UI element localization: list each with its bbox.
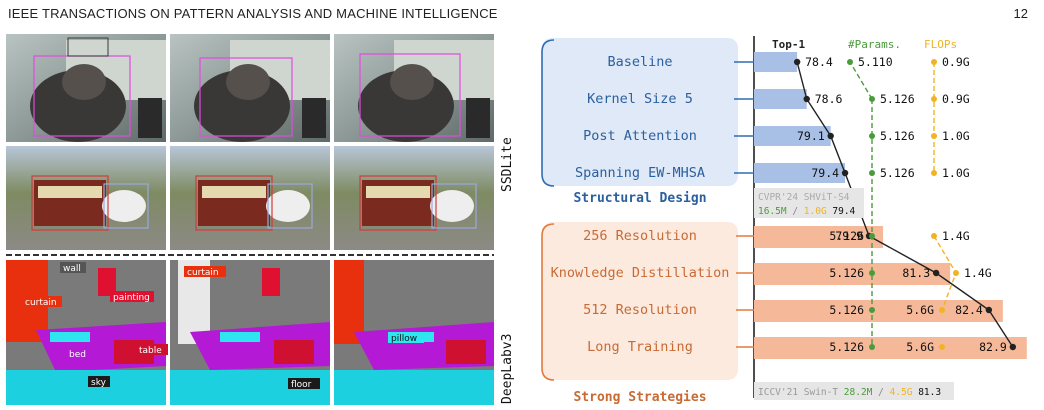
flops-point-7 — [939, 344, 945, 350]
visualization-grid: wall curtain painting curtain pillow bed… — [6, 34, 494, 405]
seg-label-bed: bed — [69, 350, 86, 360]
flops-value-7: 5.6G — [906, 340, 934, 354]
bar-2 — [754, 126, 831, 146]
top1-value-0: 78.4 — [805, 55, 833, 69]
flops-value-1: 0.9G — [942, 92, 970, 106]
seg-label-painting: painting — [113, 293, 150, 303]
structural-brace — [541, 39, 555, 187]
header-top1: Top-1 — [772, 38, 805, 51]
flops-value-2: 1.0G — [942, 129, 970, 143]
params-point-2 — [869, 133, 875, 139]
seg-label-floor: floor — [291, 380, 312, 390]
strategy-group-bg — [542, 222, 738, 380]
category-label-6: 512 Resolution — [583, 302, 697, 318]
top1-value-3: 79.4 — [811, 166, 839, 180]
page-number: 12 — [1013, 6, 1028, 21]
params-point-1 — [869, 96, 875, 102]
seg-label-table: table — [139, 346, 162, 356]
seg-label-sky: sky — [91, 378, 107, 388]
top1-value-4: 79.9 — [835, 229, 863, 243]
group-title-structural: Structural Design — [573, 191, 706, 206]
bar-6 — [754, 300, 1003, 322]
top1-point-3 — [841, 169, 849, 177]
structural-group-bg — [542, 38, 738, 186]
params-value-3: 5.126 — [880, 166, 915, 180]
seg-label-curtain: curtain — [25, 298, 57, 308]
params-value-7: 5.126 — [829, 340, 864, 354]
params-value-5: 5.126 — [829, 266, 864, 280]
category-label-0: Baseline — [607, 54, 672, 70]
top1-value-1: 78.6 — [815, 92, 843, 106]
header-flops: FLOPs — [924, 38, 957, 51]
top1-point-0 — [793, 58, 801, 66]
reference-name-0: CVPR'24 SHViT-S4 — [758, 192, 850, 203]
category-label-3: Spanning EW-MHSA — [575, 165, 705, 181]
flops-value-4: 1.4G — [942, 229, 970, 243]
bar-3 — [754, 163, 846, 183]
bar-0 — [754, 52, 798, 72]
top1-value-5: 81.3 — [902, 266, 930, 280]
seg-label-wall: wall — [63, 264, 81, 274]
detection-row-trolley — [6, 146, 494, 250]
params-point-4 — [869, 233, 875, 239]
params-point-7 — [869, 344, 875, 350]
journal-title: IEEE TRANSACTIONS ON PATTERN ANALYSIS AN… — [8, 6, 498, 21]
flops-value-5: 1.4G — [964, 266, 992, 280]
seg-label-pillow: pillow — [391, 334, 417, 344]
visualization-panel: wall curtain painting curtain pillow bed… — [6, 34, 515, 405]
top1-value-6: 82.4 — [955, 303, 983, 317]
group-title-strategy: Strong Strategies — [573, 390, 706, 405]
reference-stats-1: ICCV'21 Swin-T 28.2M / 4.5G 81.3 — [758, 387, 941, 398]
header-params: #Params. — [848, 38, 901, 51]
flops-point-6 — [939, 307, 945, 313]
flops-point-2 — [931, 133, 937, 139]
category-label-7: Long Training — [587, 339, 693, 355]
bar-7 — [754, 337, 1027, 359]
detection-row-cat — [6, 34, 494, 142]
category-label-1: Kernel Size 5 — [587, 91, 693, 107]
params-value-2: 5.126 — [880, 129, 915, 143]
category-label-4: 256 Resolution — [583, 228, 697, 244]
reference-box-0 — [754, 188, 864, 218]
flops-point-4 — [931, 233, 937, 239]
reference-box-1 — [754, 382, 954, 400]
params-value-6: 5.126 — [829, 303, 864, 317]
top1-point-7 — [1009, 343, 1017, 351]
bar-5 — [754, 263, 951, 285]
seg-label-curtain-2: curtain — [187, 268, 219, 278]
params-value-0: 5.110 — [858, 55, 893, 69]
segmentation-row — [6, 260, 494, 405]
top1-point-6 — [985, 306, 993, 314]
params-point-6 — [869, 307, 875, 313]
reference-stats-0: 16.5M / 1.0G 79.4 — [758, 206, 856, 217]
bar-1 — [754, 89, 807, 109]
category-label-2: Post Attention — [583, 128, 697, 144]
strategy-brace — [541, 223, 555, 381]
flops-value-6: 5.6G — [906, 303, 934, 317]
params-point-5 — [869, 270, 875, 276]
flops-value-0: 0.9G — [942, 55, 970, 69]
flops-point-1 — [931, 96, 937, 102]
params-point-3 — [869, 170, 875, 176]
top1-point-1 — [803, 95, 810, 103]
top1-value-7: 82.9 — [979, 340, 1007, 354]
flops-value-3: 1.0G — [942, 166, 970, 180]
params-value-4: 5.126 — [829, 229, 864, 243]
params-value-1: 5.126 — [880, 92, 915, 106]
top1-value-2: 79.1 — [797, 129, 825, 143]
category-label-5: Knowledge Distillation — [551, 265, 730, 281]
top1-point-5 — [932, 269, 940, 277]
flops-point-5 — [953, 270, 959, 276]
params-guide-top — [849, 61, 873, 100]
flops-point-0 — [931, 59, 937, 65]
flops-point-3 — [931, 170, 937, 176]
top1-point-2 — [827, 132, 834, 140]
params-point-0 — [847, 59, 853, 65]
bar-4 — [754, 226, 884, 248]
